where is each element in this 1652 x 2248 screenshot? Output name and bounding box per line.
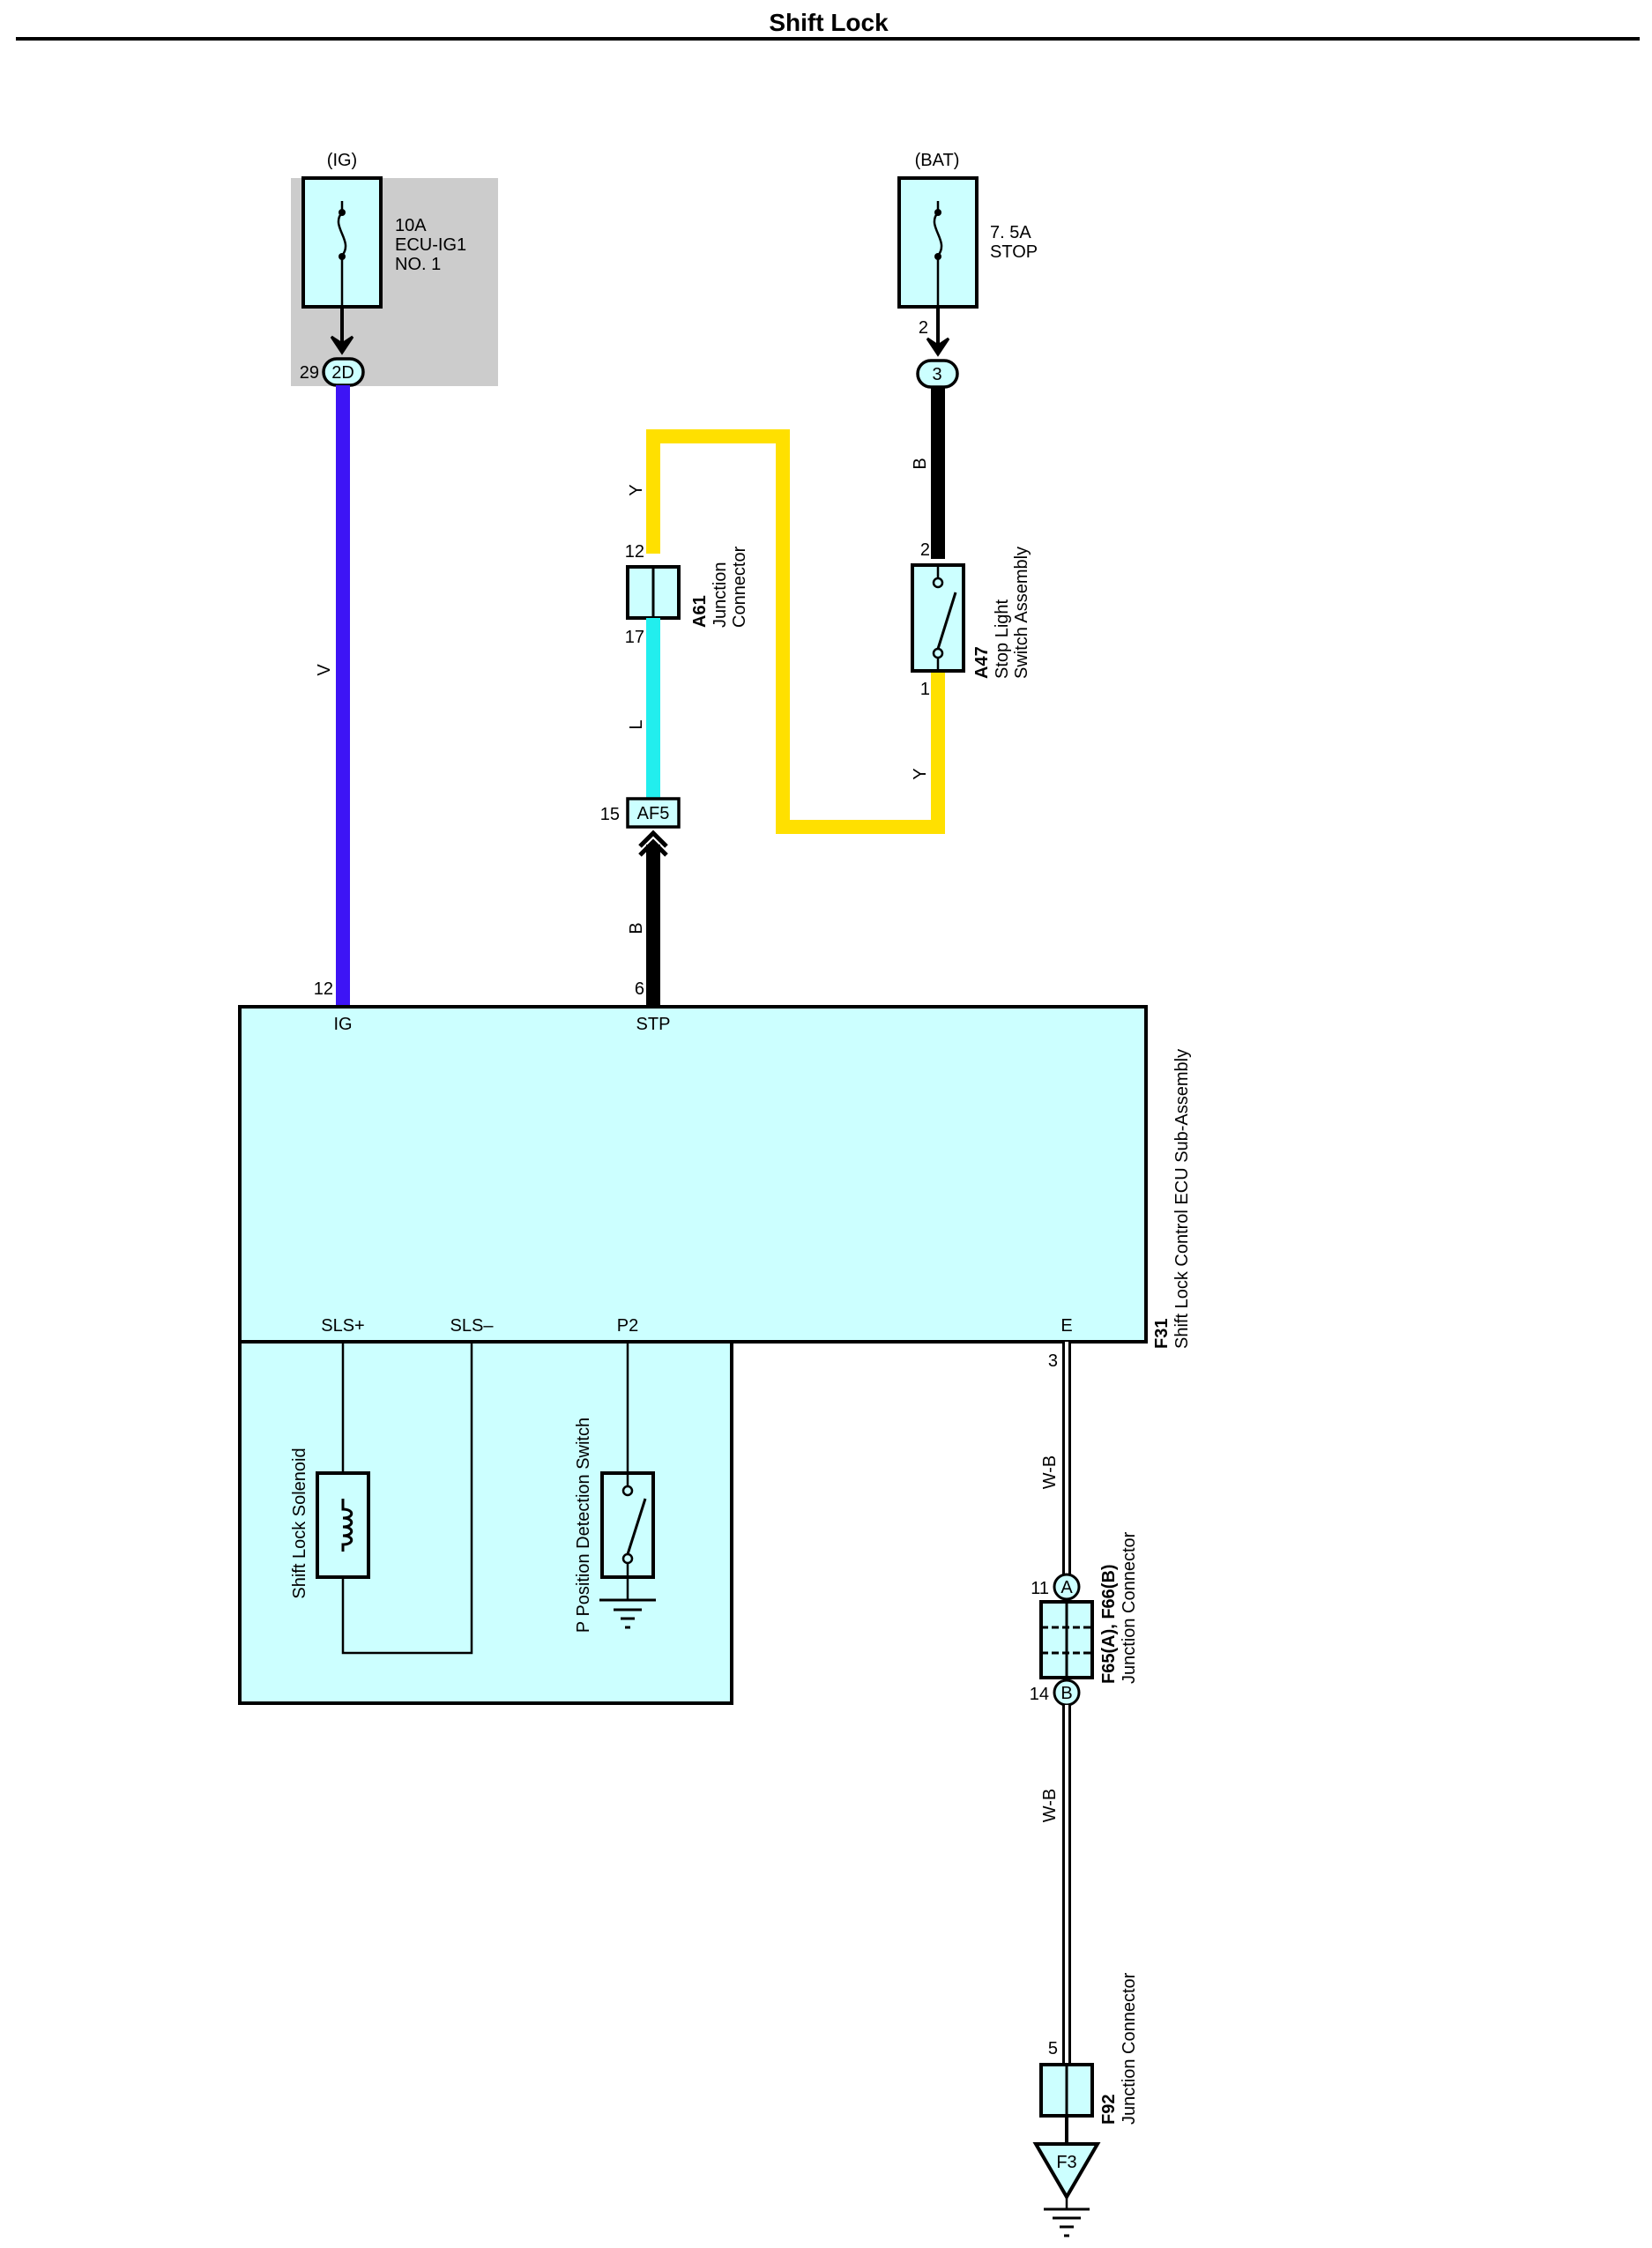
ecu-name: Shift Lock Control ECU Sub-Assembly — [1172, 1049, 1192, 1349]
coil-icon — [341, 1499, 353, 1552]
ecu-term-sls-plus: SLS+ — [321, 1316, 364, 1336]
switch-icon — [621, 1473, 647, 1577]
wire-v-code: V — [315, 664, 334, 676]
connector-2d-label: 2D — [331, 363, 354, 383]
connector-3-label: 3 — [932, 365, 941, 384]
wire-y-loop — [646, 429, 945, 834]
a61-code: A61 — [690, 595, 710, 628]
ecu-box — [238, 1005, 1148, 1344]
f65-code: F65(A), F66(B) — [1099, 1564, 1119, 1684]
fuse-bat-name: STOP — [990, 242, 1038, 262]
f92-name: Junction Connector — [1120, 1972, 1139, 2125]
ecu-term-stp: STP — [636, 1015, 671, 1034]
switch-icon — [932, 565, 957, 671]
f92-pin: 5 — [1048, 2039, 1058, 2058]
f65-terminal-a — [1053, 1573, 1081, 1601]
a47-name-2: Switch Assembly — [1012, 547, 1031, 679]
female-terminal-icon — [638, 830, 668, 857]
a61-name-1: Junction — [711, 562, 730, 629]
ecu-pin-ig: 12 — [314, 979, 333, 999]
connector-af5-label: AF5 — [637, 804, 670, 823]
f92-code: F92 — [1099, 2095, 1119, 2125]
wire-y-top-code: Y — [627, 484, 646, 495]
a61-pin-bottom: 17 — [625, 628, 644, 647]
fuse-bat-rating: 7. 5A — [990, 223, 1031, 242]
wire-b-stp-code: B — [627, 922, 646, 934]
fuse-icon — [337, 201, 347, 307]
ecu-code: F31 — [1152, 1319, 1172, 1349]
a47-name-1: Stop Light — [993, 599, 1012, 679]
af5-pin: 15 — [600, 805, 620, 824]
page-title: Shift Lock — [769, 9, 889, 36]
ecu-term-p2: P2 — [617, 1316, 638, 1336]
a47-pin-bottom: 1 — [920, 680, 930, 699]
fuse-ig-source: (IG) — [327, 151, 357, 170]
ecu-term-ig: IG — [333, 1015, 352, 1034]
ecu-pin-stp: 6 — [635, 979, 644, 999]
fuse-icon — [933, 201, 943, 307]
solenoid-label: Shift Lock Solenoid — [290, 1448, 309, 1598]
male-terminal-icon — [330, 335, 354, 355]
wire-wb-bottom-code: W-B — [1040, 1789, 1060, 1823]
wire-wb-top-code: W-B — [1040, 1455, 1060, 1490]
male-terminal-icon — [926, 337, 950, 357]
a47-pin-top: 2 — [920, 540, 930, 560]
wire-b-bat-code: B — [911, 458, 930, 469]
shift-lock-solenoid — [316, 1471, 370, 1579]
ground-point-f3 — [1032, 2142, 1101, 2200]
fuse-ig-pin: 29 — [300, 363, 319, 383]
connector-af5 — [626, 797, 681, 829]
ecu-term-e: E — [1060, 1316, 1072, 1336]
f65-pin-a: 11 — [1031, 1579, 1049, 1598]
ecu-term-sls-minus: SLS– — [450, 1316, 495, 1336]
ecu-internal-box — [238, 1340, 733, 1705]
fuse-bat-pin: 2 — [919, 318, 928, 338]
ecu-pin-e: 3 — [1048, 1351, 1058, 1371]
f65-name: Junction Connector — [1120, 1531, 1139, 1684]
a47-code: A47 — [972, 646, 992, 679]
ground-label: F3 — [1056, 2153, 1076, 2172]
wire-l-code: L — [627, 719, 646, 729]
ground-icon — [599, 1577, 656, 1629]
fuse-ig-name: ECU-IG1 — [395, 235, 466, 255]
a61-name-2: Connector — [730, 546, 749, 628]
a61-pin-top: 12 — [625, 542, 644, 562]
wire-y-right-code: Y — [911, 768, 930, 779]
f65-pin-b: 14 — [1030, 1685, 1049, 1704]
ground-icon — [1044, 2197, 1090, 2237]
f65-label-a: A — [1060, 1578, 1073, 1597]
pswitch-label: P Position Detection Switch — [574, 1418, 593, 1633]
fuse-ig-rating: 10A — [395, 216, 427, 235]
fuse-ig-number: NO. 1 — [395, 255, 441, 274]
fuse-bat-source: (BAT) — [915, 151, 960, 170]
f65-label-b: B — [1060, 1684, 1072, 1703]
